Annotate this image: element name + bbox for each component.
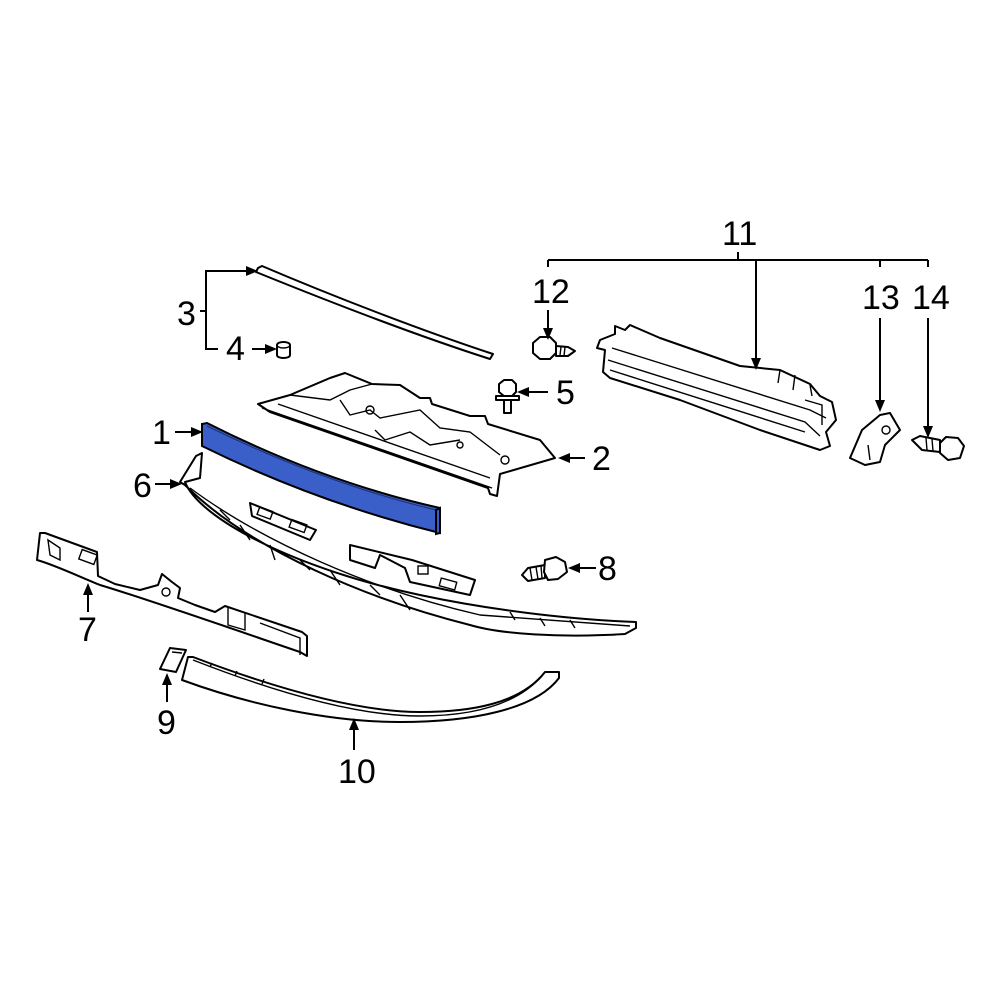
callout-3-bracket <box>200 266 277 354</box>
callout-8: 8 <box>598 550 617 588</box>
callout-6: 6 <box>133 467 152 505</box>
part-1-absorber-highlighted[interactable] <box>201 421 441 536</box>
part-10-lower-molding[interactable] <box>181 656 560 723</box>
part-7-side-bracket[interactable] <box>36 532 308 657</box>
part-6-reinforcement[interactable] <box>179 452 637 637</box>
part-11-air-deflector[interactable] <box>596 324 837 451</box>
callout-7: 7 <box>78 611 97 649</box>
part-2-cover-panel[interactable] <box>257 372 556 497</box>
part-13-bracket[interactable] <box>849 412 901 466</box>
part-14-screw[interactable] <box>911 435 965 461</box>
callout-4: 4 <box>226 330 245 368</box>
callout-1: 1 <box>152 414 171 452</box>
part-8-bolt[interactable] <box>521 556 568 582</box>
callout-5: 5 <box>556 374 575 412</box>
callout-arrows <box>83 387 596 750</box>
part-4-clip[interactable] <box>276 341 291 359</box>
callout-12: 12 <box>532 273 570 311</box>
part-3-seal[interactable] <box>255 265 494 360</box>
callout-10: 10 <box>338 753 376 791</box>
callout-11-bracket <box>543 252 933 438</box>
callout-labels: 1 2 3 4 5 6 7 8 9 10 11 12 13 14 <box>78 215 950 791</box>
callout-3: 3 <box>177 295 196 333</box>
callout-13: 13 <box>862 279 900 317</box>
callout-9: 9 <box>157 704 176 742</box>
callout-2: 2 <box>592 440 611 478</box>
part-9-clip[interactable] <box>159 647 187 673</box>
part-12-screw[interactable] <box>532 336 576 360</box>
part-5-bolt[interactable] <box>495 379 520 414</box>
callout-14: 14 <box>912 279 950 317</box>
callout-11: 11 <box>722 215 757 253</box>
